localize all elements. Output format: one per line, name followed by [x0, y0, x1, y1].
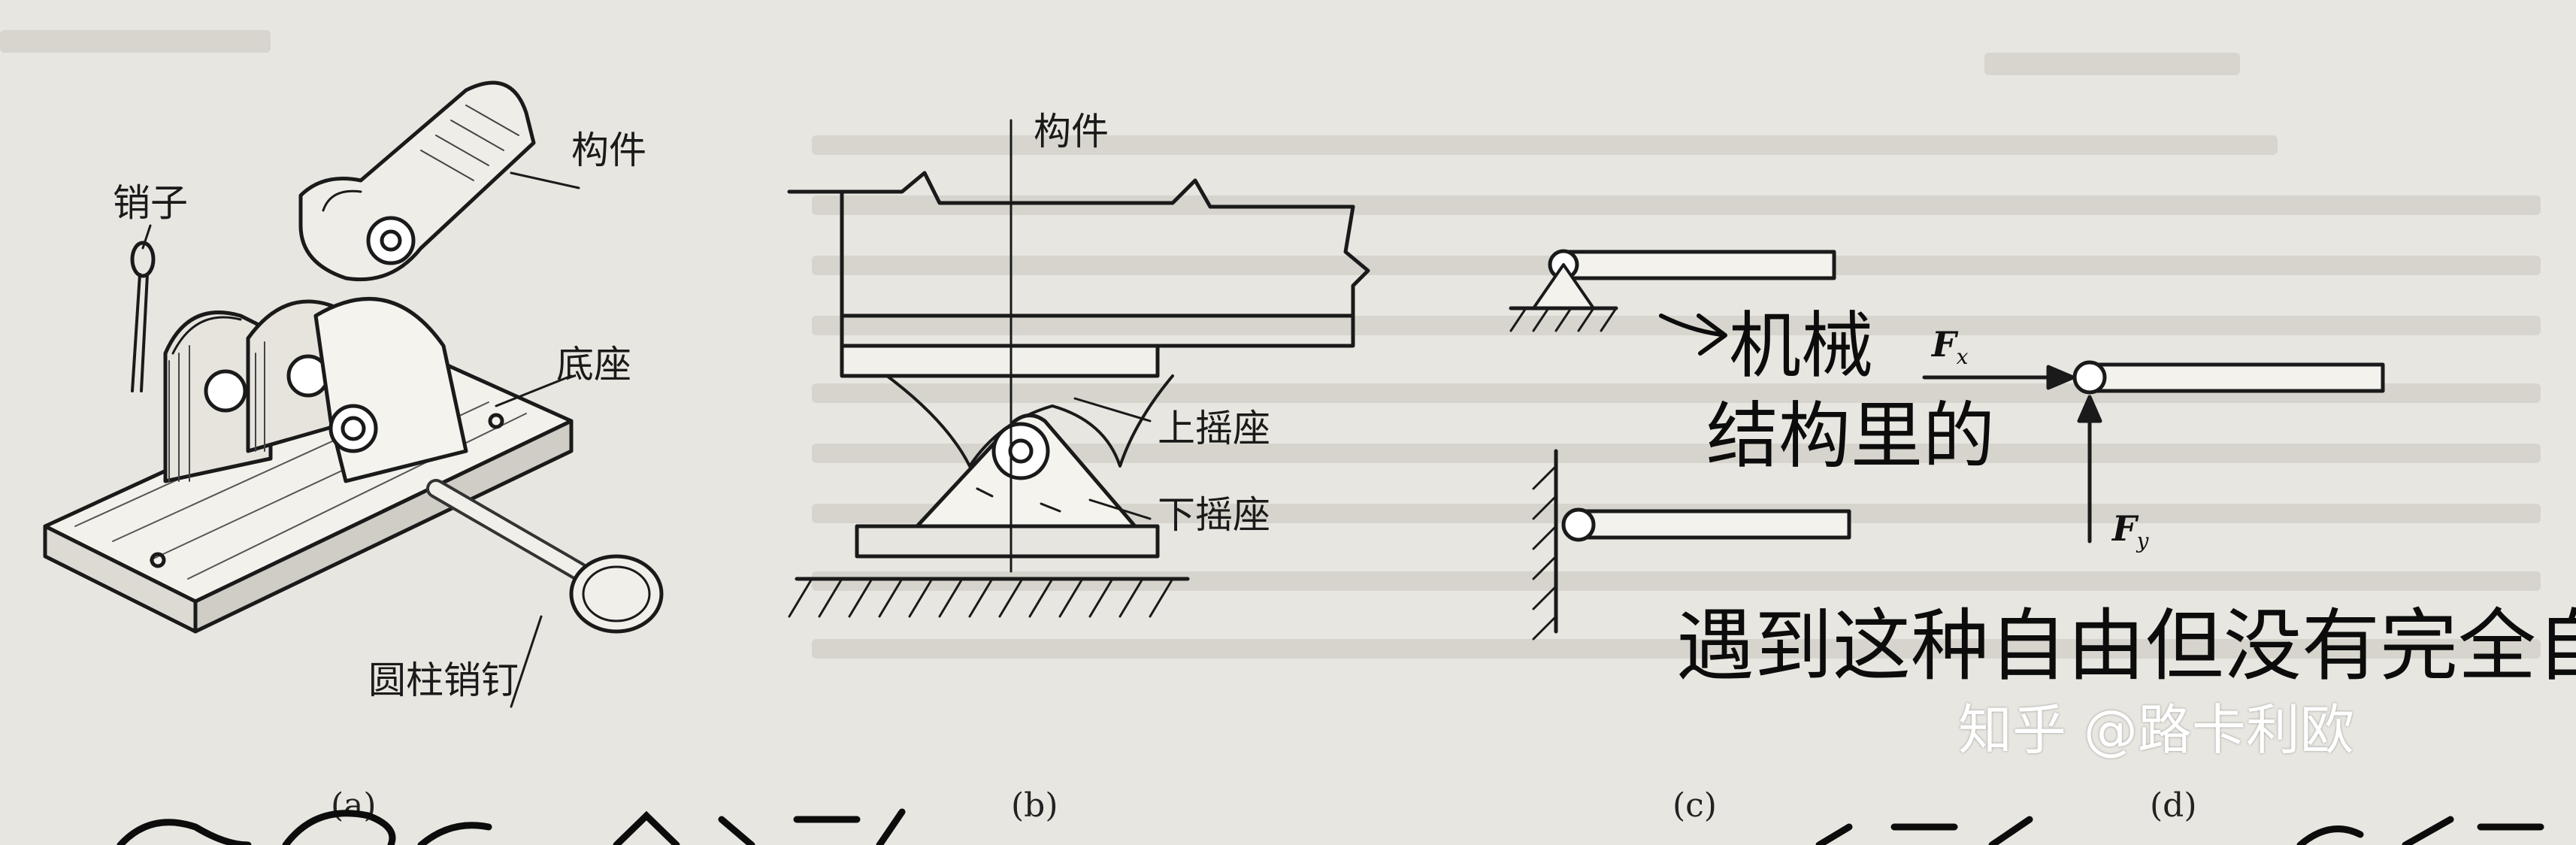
wall-pinned-bar	[1532, 449, 1851, 641]
handwritten-arrow	[1659, 313, 1727, 356]
watermark: 知乎 @路卡利欧	[1958, 698, 2354, 762]
pinned-support-bar	[1509, 249, 1836, 332]
label-member-a: 构件	[571, 129, 646, 172]
caption-c: (c)	[1672, 786, 1717, 825]
handwritten-note-line1: 机械	[1729, 304, 1873, 388]
caption-d: (d)	[2150, 786, 2197, 825]
member-lug	[298, 80, 536, 282]
force-arrow-x	[1922, 365, 2075, 390]
label-base: 底座	[556, 343, 631, 386]
handwritten-note-bottom: 遇到这种自由但没有完全自	[1676, 600, 2576, 692]
figure-b-leaders	[1073, 397, 1152, 520]
figure-a-leaders	[141, 171, 580, 708]
label-pin: 销子	[113, 181, 188, 225]
cotter-pin	[130, 241, 156, 392]
handwritten-note-line2: 结构里的	[1706, 394, 1995, 478]
rocker-bearing	[855, 374, 1174, 559]
ground-hatch-b	[788, 577, 1190, 618]
label-lower-rocker: 下摇座	[1158, 493, 1270, 537]
free-bar	[2072, 360, 2385, 395]
beam-member	[787, 171, 1370, 378]
label-member-b: 构件	[1034, 110, 1109, 153]
cylinder-pin	[426, 479, 664, 634]
fork-bracket	[163, 297, 468, 483]
label-upper-rocker: 上摇座	[1158, 407, 1270, 450]
label-cylinder-pin: 圆柱销钉	[368, 659, 519, 702]
label-force-y: Fy	[2112, 508, 2149, 554]
label-force-x: Fx	[1932, 324, 1969, 370]
caption-b: (b)	[1011, 786, 1058, 825]
force-arrow-y	[2077, 395, 2102, 544]
